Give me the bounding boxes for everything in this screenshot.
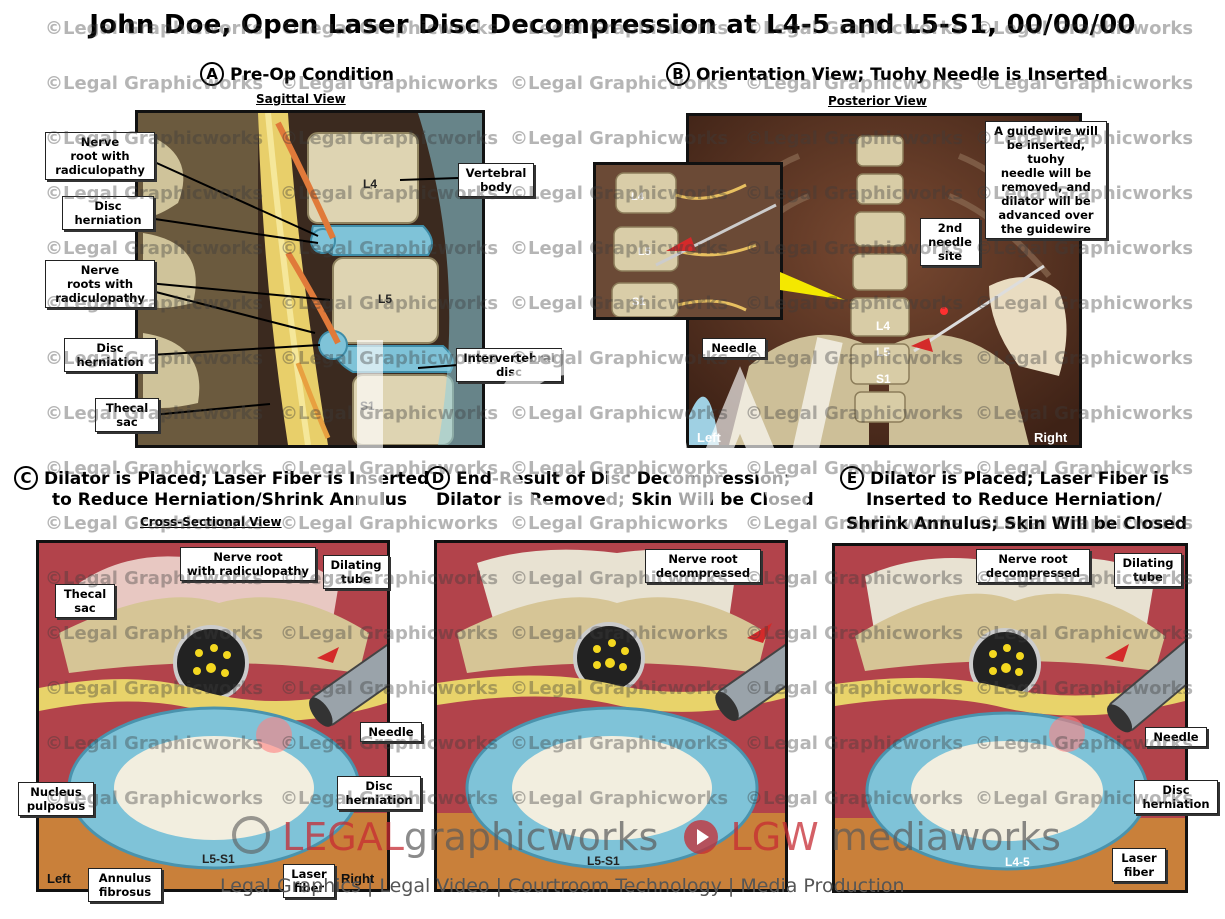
panel-d-letter: D: [426, 466, 450, 490]
legal-circle-icon: [232, 816, 270, 854]
b-level-l4: L4: [876, 319, 890, 333]
label-second-needle-site: 2nd needle site: [920, 218, 980, 266]
b-level-l5: L5: [876, 345, 890, 359]
panel-b-letter: B: [666, 62, 690, 86]
c-level-label: L5-S1: [202, 852, 235, 866]
footer-tagline: Legal Graphics | Legal Video | Courtroom…: [220, 875, 905, 897]
panel-c-title-line2: to Reduce Herniation/Shrink Annulus: [52, 490, 408, 510]
panel-a-title: A Pre-Op Condition: [200, 62, 394, 86]
panel-c-subtitle: Cross-Sectional View: [140, 515, 282, 529]
panel-d-image: L5-S1: [434, 540, 788, 892]
level-l4-label: L4: [363, 177, 377, 191]
panel-c-title: C Dilator is Placed; Laser Fiber is Inser…: [14, 466, 429, 490]
label-e-disc-herniation: Disc herniation: [1134, 780, 1218, 814]
label-guidewire-note: A guidewire will be inserted, tuohy need…: [985, 121, 1107, 239]
label-nerve-roots-radiculopathy: Nerve roots with radiculopathy: [45, 260, 155, 308]
panel-b-title: B Orientation View; Tuohy Needle is Inser…: [666, 62, 1108, 86]
label-needle-b: Needle: [702, 338, 766, 358]
label-vertebral-body: Vertebral body: [458, 163, 534, 197]
e-level-label: L4-5: [1005, 855, 1030, 869]
inset-pointer-arrow: [780, 272, 845, 300]
panel-e-title-line3: Shrink Annulus; Skin Will be Closed: [846, 514, 1188, 534]
label-c-laser-fiber: Laser fiber: [283, 864, 335, 898]
brand-graphicworks: graphicworks: [403, 815, 659, 859]
panel-a-letter: A: [200, 62, 224, 86]
panel-e-title: E Dilator is Placed; Laser Fiber is: [840, 466, 1169, 490]
label-e-nerve-root: Nerve root decompressed: [976, 549, 1090, 583]
play-icon: [684, 820, 719, 854]
label-c-disc-herniation: Disc herniation: [337, 776, 421, 810]
brand-mediaworks: mediaworks: [830, 815, 1061, 859]
label-nerve-root-radiculopathy: Nerve root with radiculopathy: [45, 132, 155, 180]
label-disc-herniation-upper: Disc herniation: [62, 196, 154, 230]
label-e-dilating-tube: Dilating tube: [1114, 553, 1182, 587]
label-thecal-sac: Thecal sac: [95, 398, 159, 432]
panel-b-subtitle: Posterior View: [828, 94, 927, 108]
label-d-nerve-root: Nerve root decompressed: [645, 549, 761, 583]
panel-a-title-text: Pre-Op Condition: [230, 65, 394, 85]
panel-c-letter: C: [14, 466, 38, 490]
b-corner-right: Right: [1034, 430, 1068, 445]
label-c-nerve-root: Nerve root with radiculopathy: [180, 547, 316, 581]
lgw-watermark-logo: [357, 337, 843, 540]
label-c-nucleus: Nucleus pulposus: [18, 782, 94, 816]
label-c-dilating-tube: Dilating tube: [323, 555, 389, 589]
level-l5-label: L5: [378, 292, 392, 306]
panel-c-title-line1: Dilator is Placed; Laser Fiber is Insert…: [44, 469, 430, 489]
c-corner-right: Right: [341, 871, 375, 886]
d-level-label: L5-S1: [587, 854, 620, 868]
c-corner-left: Left: [47, 871, 72, 886]
label-disc-herniation-lower: Disc herniation: [64, 338, 156, 372]
label-c-needle: Needle: [360, 722, 422, 742]
brand-lgw: LGW: [730, 815, 819, 859]
inset-level-s1: S1: [632, 296, 645, 308]
panel-a-subtitle: Sagittal View: [256, 92, 346, 106]
page-title: John Doe, Open Laser Disc Decompression …: [89, 10, 1136, 40]
panel-a-image: L4 L5 S1: [135, 110, 485, 448]
panel-e-letter: E: [840, 466, 864, 490]
inset-spine-closeup: L4 L5 S1: [596, 165, 780, 317]
cross-section-l5s1-end-result: L5-S1: [437, 543, 785, 889]
label-c-annulus: Annulus fibrosus: [88, 868, 162, 902]
inset-level-l5: L5: [638, 246, 651, 258]
panel-e-title-line1: Dilator is Placed; Laser Fiber is: [870, 469, 1170, 489]
footer-brand: LEGALgraphicworks LGW mediaworks: [232, 815, 1061, 859]
panel-e-title-line2: Inserted to Reduce Herniation/: [866, 490, 1162, 510]
label-e-needle: Needle: [1145, 727, 1207, 747]
brand-legal: LEGAL: [282, 815, 404, 859]
panel-b-title-text: Orientation View; Tuohy Needle is Insert…: [696, 65, 1108, 85]
inset-level-l4: L4: [631, 191, 645, 203]
label-c-thecal-sac: Thecal sac: [55, 584, 115, 618]
label-e-laser-fiber: Laser fiber: [1112, 848, 1166, 882]
panel-b-inset: L4 L5 S1: [593, 162, 783, 320]
b-level-s1: S1: [876, 372, 891, 386]
